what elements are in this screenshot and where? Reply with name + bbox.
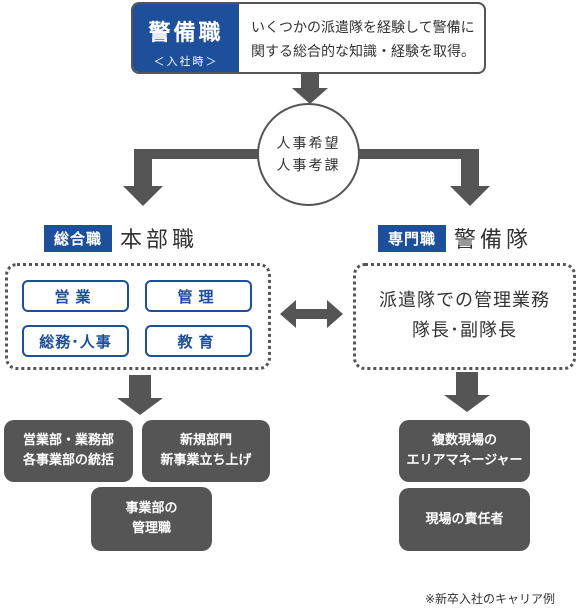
outcome-line: 新事業立ち上げ xyxy=(160,453,252,468)
outcome-line: 複数現場の xyxy=(431,433,497,448)
role-management: 管理 xyxy=(145,280,252,312)
outcome-line: エリアマネージャー xyxy=(406,453,523,468)
start-position-description: いくつかの派遣隊を経験して警備に 関する総合的な知識・経験を取得。 xyxy=(251,16,476,64)
role-sales: 営業 xyxy=(22,280,129,312)
arrow-right-to-outcomes xyxy=(444,372,490,412)
security-unit-box: 派遣隊での管理業務 隊長･副隊長 xyxy=(353,263,576,370)
outcome-line: 現場の責任者 xyxy=(425,511,504,527)
arrow-top-to-circle xyxy=(292,74,328,104)
outcome-line: 管理職 xyxy=(131,521,171,536)
outcome-department-manager: 事業部の 管理職 xyxy=(91,487,212,551)
outcome-line: 新規部門 xyxy=(179,433,232,448)
right-section-tag: 専門職 xyxy=(378,224,447,252)
right-section-header: 専門職 警備隊 xyxy=(378,222,532,254)
outcome-new-business: 新規部門 新事業立ち上げ xyxy=(142,420,270,482)
arrow-circle-to-right xyxy=(359,149,490,206)
outcome-area-manager: 複数現場の エリアマネージャー xyxy=(399,420,530,482)
arrow-left-to-outcomes xyxy=(117,375,163,415)
outcome-line: 営業部・業務部 xyxy=(22,433,114,448)
arrow-circle-to-left xyxy=(123,149,258,206)
outcome-line: 事業部の xyxy=(125,501,178,516)
circle-line-1: 人事希望 xyxy=(276,135,341,152)
left-section-title: 本部職 xyxy=(120,228,199,253)
outcome-division-head: 営業部・業務部 各事業部の統括 xyxy=(4,420,133,482)
footnote: ※新卒入社のキャリア例 xyxy=(425,592,556,606)
evaluation-circle: 人事希望 人事考課 xyxy=(257,103,360,206)
start-position-title: 警備職 xyxy=(148,21,224,46)
outcome-site-manager: 現場の責任者 xyxy=(399,488,530,551)
left-section-tag: 総合職 xyxy=(44,224,113,252)
outcome-line: 各事業部の統括 xyxy=(22,453,114,468)
start-position-label: 警備職 ＜入社時＞ xyxy=(133,4,239,72)
circle-line-2: 人事考課 xyxy=(276,157,341,174)
double-arrow-icon xyxy=(280,300,343,328)
right-section-title: 警備隊 xyxy=(454,228,533,253)
start-position-sublabel: ＜入社時＞ xyxy=(153,55,219,68)
start-position-box: 警備職 ＜入社時＞ いくつかの派遣隊を経験して警備に 関する総合的な知識・経験を… xyxy=(131,2,486,74)
security-unit-line-2: 隊長･副隊長 xyxy=(412,320,517,341)
left-section-header: 総合職 本部職 xyxy=(44,222,198,254)
role-general-affairs-hr: 総務･人事 xyxy=(22,325,129,357)
role-education: 教育 xyxy=(145,325,252,357)
security-unit-description: 派遣隊での管理業務 隊長･副隊長 xyxy=(356,286,573,346)
description-line-1: いくつかの派遣隊を経験して警備に xyxy=(251,20,475,36)
security-unit-line-1: 派遣隊での管理業務 xyxy=(379,290,550,311)
description-line-2: 関する総合的な知識・経験を取得。 xyxy=(251,44,475,60)
